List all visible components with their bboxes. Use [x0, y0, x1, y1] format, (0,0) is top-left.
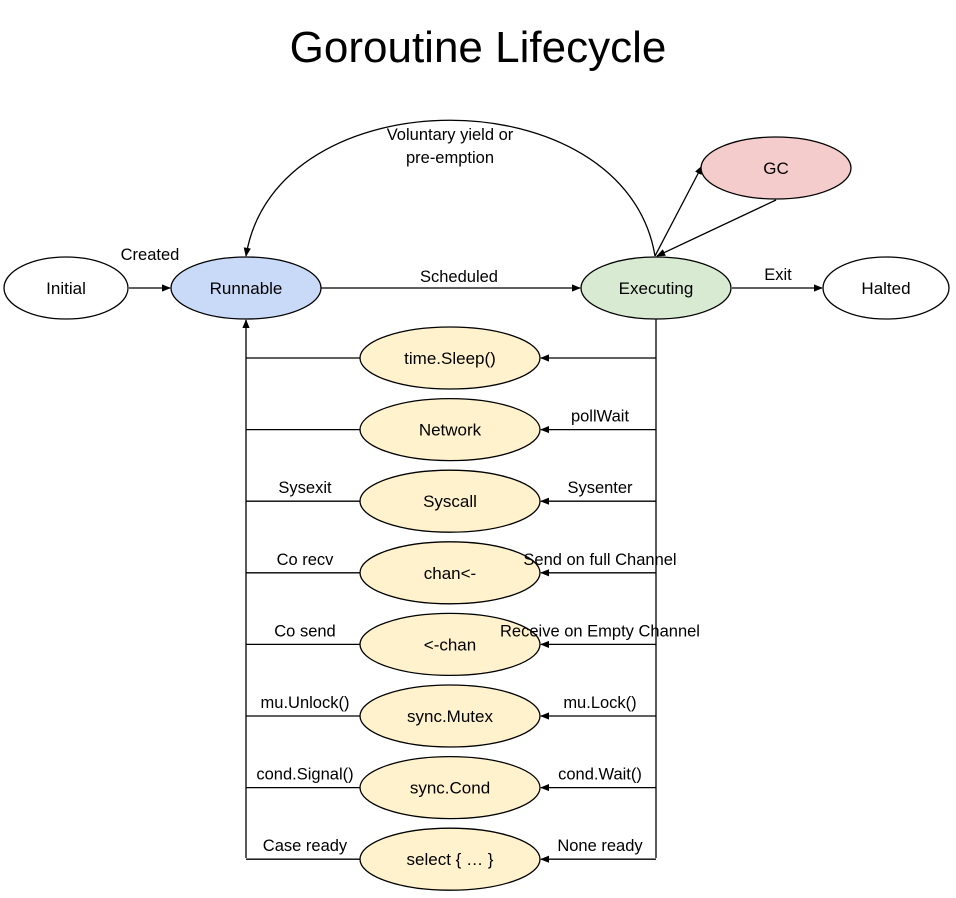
waiting-state-shape: [359, 469, 541, 533]
waiting-state-shape: [359, 612, 541, 677]
waiting-state-label: Network: [419, 421, 482, 440]
leave-transition-label: Sysexit: [278, 479, 332, 497]
label-exit: Exit: [764, 266, 792, 284]
waiting-state-row: time.Sleep(): [246, 326, 656, 390]
waiting-state-label: select { … }: [407, 850, 494, 869]
label-scheduled: Scheduled: [420, 268, 498, 286]
label-created: Created: [121, 246, 180, 264]
waiting-state-row: sync.Cond cond.Wait() cond.Signal(): [246, 755, 656, 820]
waiting-state-row: Network pollWait: [246, 397, 656, 462]
waiting-state-shape: [359, 755, 541, 820]
edge-from-gc: [656, 199, 777, 257]
waiting-state-label: sync.Mutex: [407, 707, 493, 726]
waiting-state-row: select { … } None ready Case ready: [246, 827, 656, 891]
edge-yield-arc: [243, 119, 656, 257]
waiting-state-shape: [359, 541, 541, 605]
state-initial-shape: [3, 256, 129, 320]
enter-transition-label: Sysenter: [567, 479, 633, 497]
state-halted-label: Halted: [861, 279, 910, 298]
waiting-state-row: <-chan Receive on Empty Channel Co send: [246, 612, 700, 677]
waiting-state-shape: [359, 326, 541, 390]
state-gc-label: GC: [763, 159, 789, 178]
waiting-state-shape: [359, 397, 541, 462]
waiting-state-label: sync.Cond: [410, 779, 490, 798]
leave-transition-label: Co send: [274, 622, 335, 640]
state-runnable-shape: [170, 256, 322, 320]
state-gc-shape: [700, 136, 852, 200]
leave-transition-label: Case ready: [263, 837, 348, 855]
state-executing: Executing: [580, 256, 732, 320]
waiting-state-label: chan<-: [424, 564, 476, 583]
waiting-state-label: <-chan: [424, 635, 476, 654]
enter-transition-label: mu.Lock(): [563, 694, 636, 712]
state-halted: Halted: [822, 256, 950, 320]
edge-to-gc: [654, 165, 703, 257]
leave-transition-label: cond.Signal(): [256, 766, 353, 784]
enter-transition-label: None ready: [557, 837, 643, 855]
waiting-state-row: chan<- Send on full Channel Co recv: [246, 541, 677, 605]
waiting-state-label: time.Sleep(): [404, 349, 496, 368]
enter-transition-label: Receive on Empty Channel: [500, 622, 700, 640]
edges: [129, 119, 823, 858]
state-runnable: Runnable: [170, 256, 322, 320]
leave-transition-label: Co recv: [277, 551, 335, 569]
waiting-state-label: Syscall: [423, 492, 477, 511]
state-halted-shape: [822, 256, 950, 320]
state-gc: GC: [700, 136, 852, 200]
waiting-state-row: Syscall Sysenter Sysexit: [246, 469, 656, 533]
label-yield-line2: pre-emption: [406, 149, 494, 167]
leave-transition-label: mu.Unlock(): [261, 694, 350, 712]
enter-transition-label: pollWait: [571, 408, 629, 426]
waiting-state-shape: [359, 827, 541, 891]
enter-transition-label: Send on full Channel: [523, 551, 676, 569]
state-executing-shape: [580, 256, 732, 320]
waiting-state-row: sync.Mutex mu.Lock() mu.Unlock(): [246, 684, 656, 748]
state-initial: Initial: [3, 256, 129, 320]
label-yield-line1: Voluntary yield or: [387, 126, 514, 144]
enter-transition-label: cond.Wait(): [558, 766, 642, 784]
state-runnable-label: Runnable: [210, 279, 283, 298]
diagram-title: Goroutine Lifecycle: [290, 23, 667, 72]
state-initial-label: Initial: [46, 279, 86, 298]
waiting-state-shape: [359, 684, 541, 748]
state-executing-label: Executing: [619, 279, 694, 298]
